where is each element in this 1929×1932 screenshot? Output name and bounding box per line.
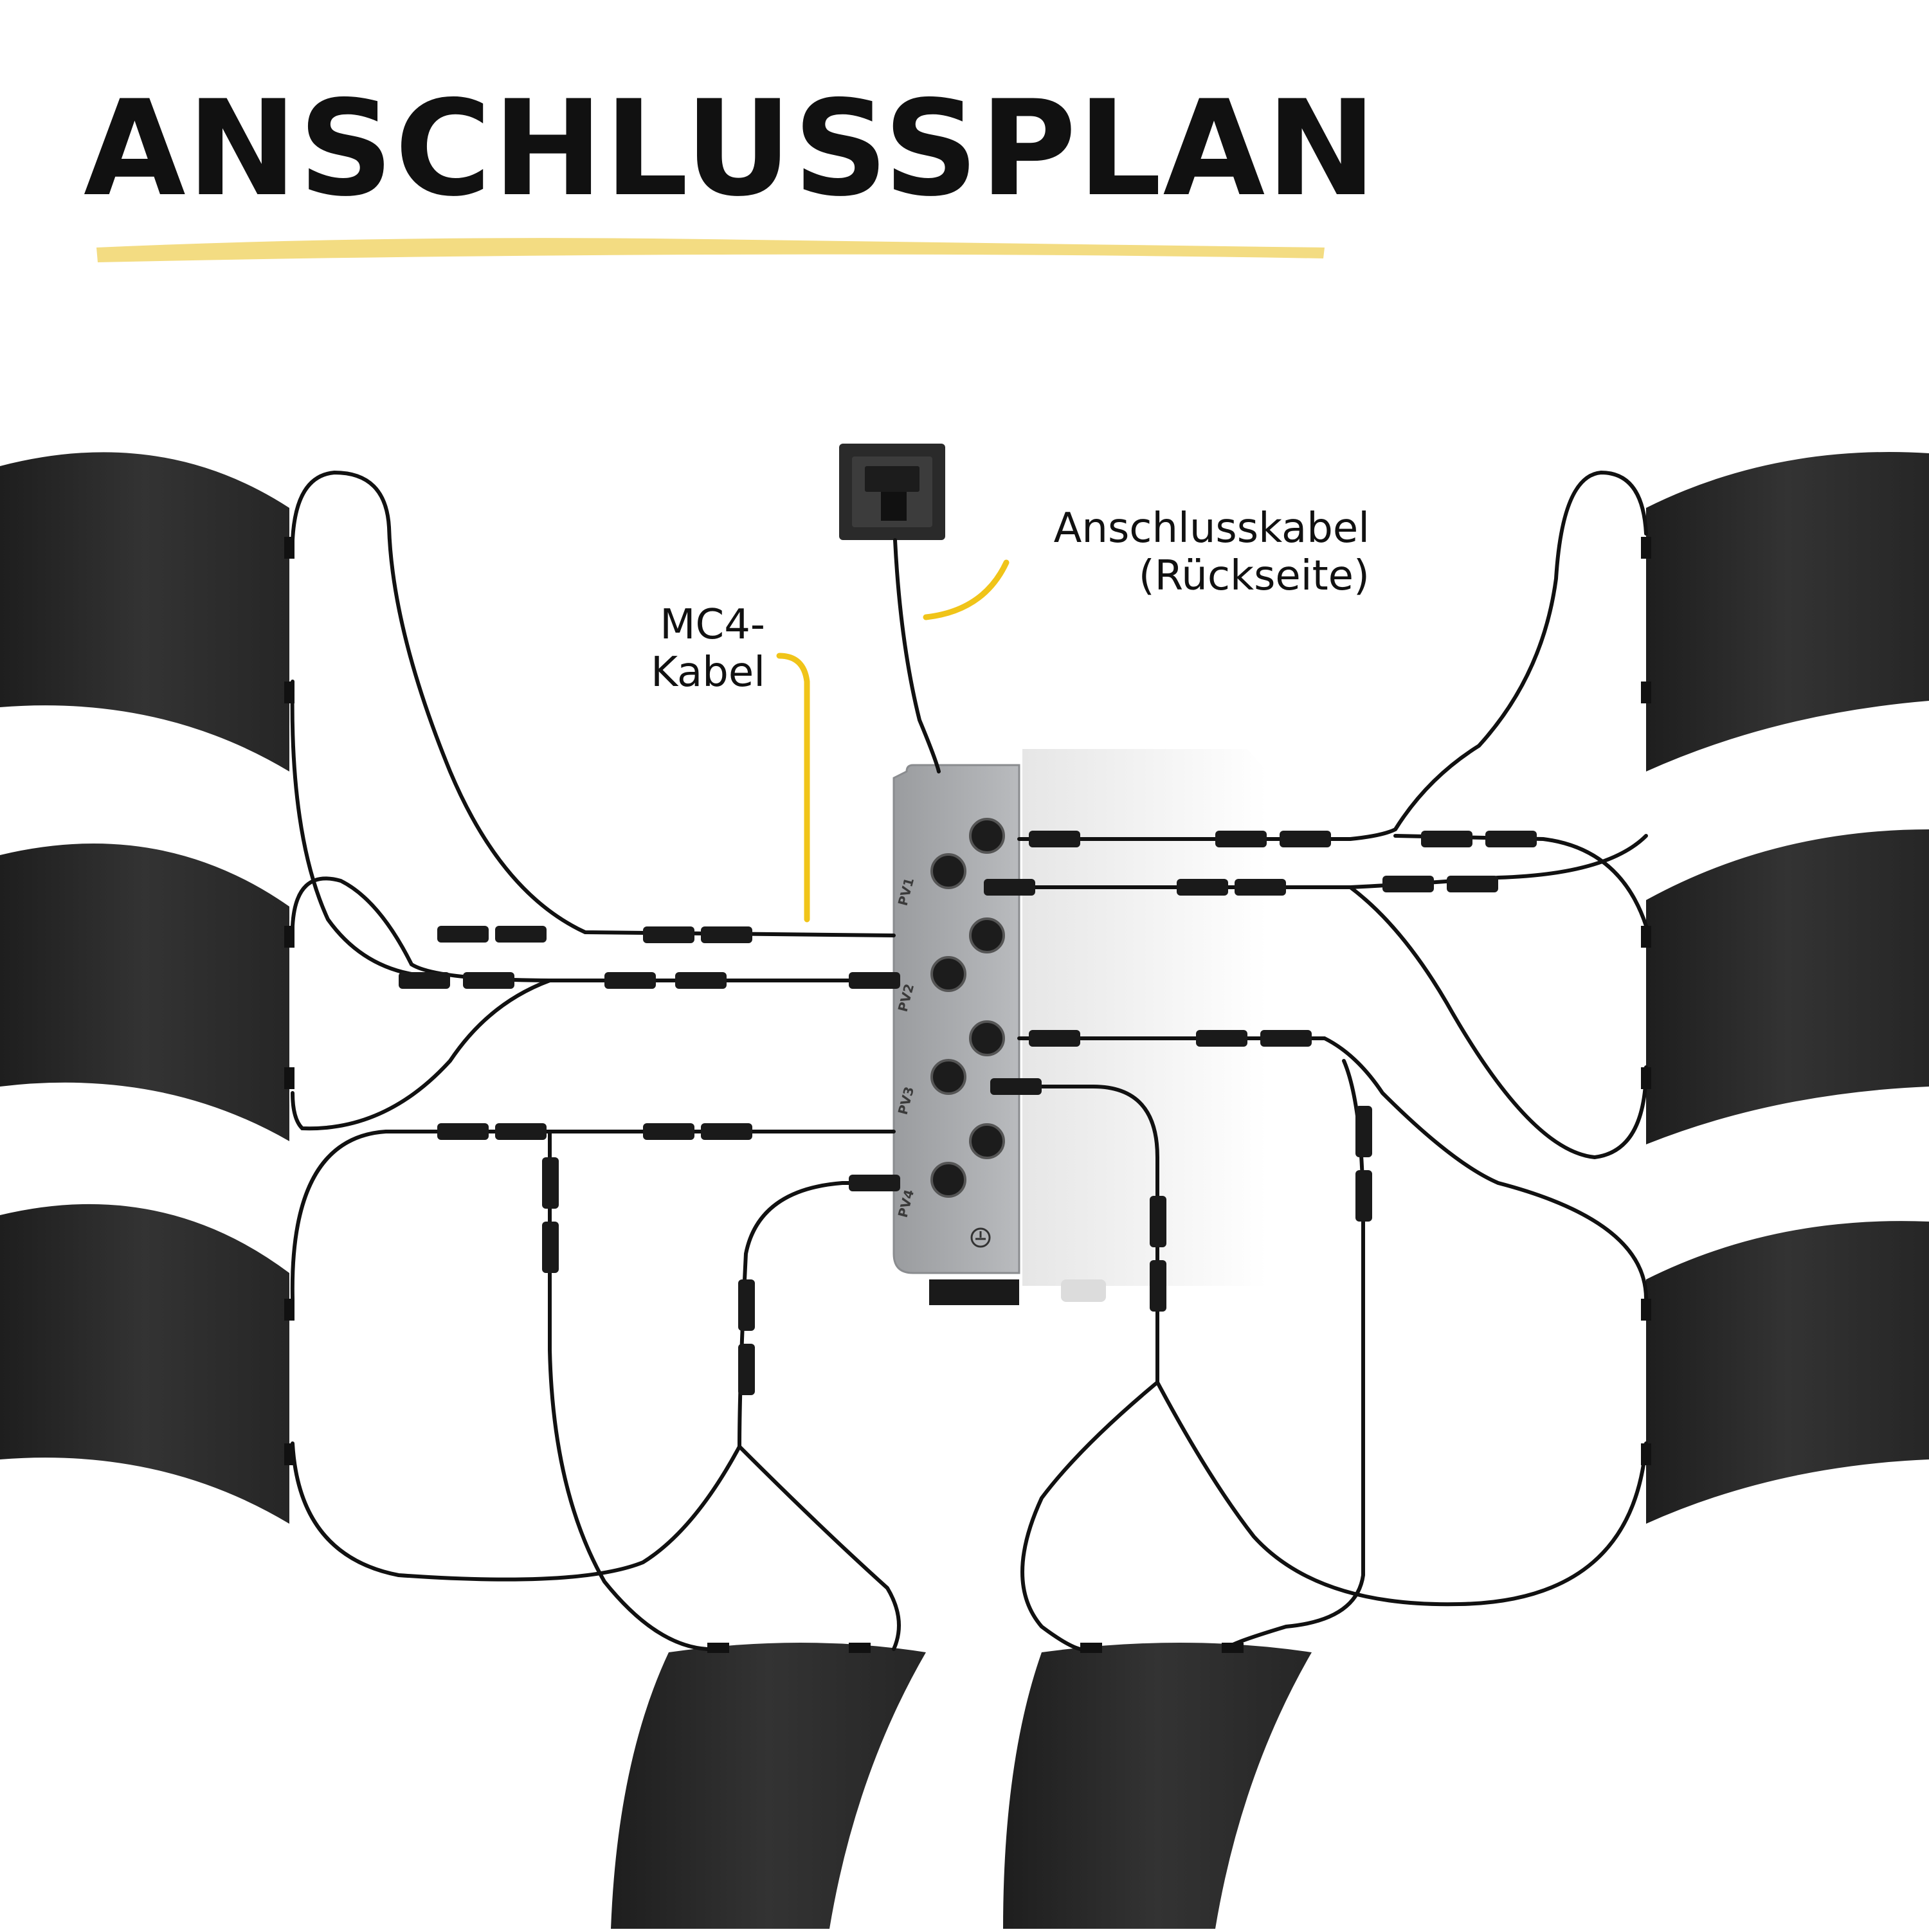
wall-socket-icon — [839, 444, 945, 540]
connection-cable-label-line1: Anschlusskabel — [1053, 505, 1370, 552]
mc4-cable-label: MC4- Kabel — [604, 601, 765, 696]
mc4-cable-label-line1: MC4- — [660, 601, 765, 649]
connection-cable-label-leader — [923, 559, 1010, 620]
panel-left-1 — [0, 452, 294, 772]
inverter: PV1 PV2 PV3 PV4 — [892, 749, 1267, 1305]
connection-cable-label-line2: (Rückseite) — [1138, 552, 1370, 600]
panel-left-2 — [0, 844, 294, 1141]
panel-right-1 — [1641, 452, 1929, 772]
panel-right-2 — [1641, 829, 1929, 1144]
connection-cable-label: Anschlusskabel (Rückseite) — [1010, 505, 1370, 600]
title-underline — [96, 238, 1325, 262]
ground-symbol-icon — [970, 1227, 991, 1248]
mc4-connectors — [399, 831, 1537, 1395]
panel-bottom-left — [611, 1643, 926, 1929]
panel-left-3 — [0, 1204, 294, 1524]
panel-bottom-right — [1003, 1643, 1312, 1929]
inverter-port-labels: PV1 PV2 PV3 PV4 — [895, 876, 918, 1220]
page-title: ANSCHLUSSPLAN — [84, 73, 1378, 226]
inverter-ports — [930, 818, 1005, 1198]
panel-right-3 — [1641, 1221, 1929, 1524]
mc4-cable-label-line2: Kabel — [651, 649, 765, 696]
mc4-label-leader — [776, 653, 810, 923]
